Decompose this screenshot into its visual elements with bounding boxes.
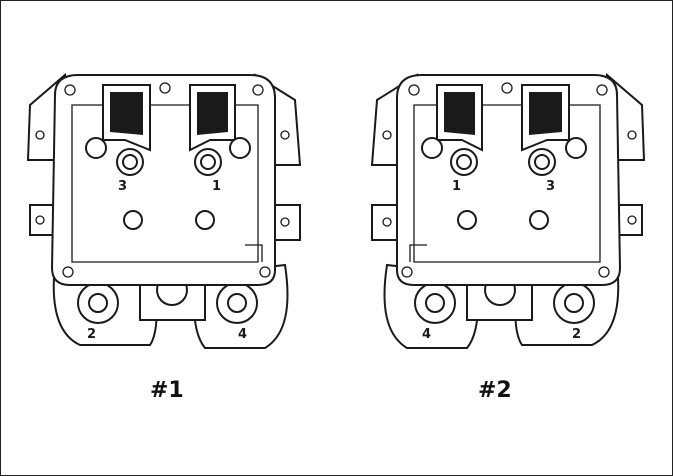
cylinder-head-1 xyxy=(27,74,301,349)
bolt-number-head2-bottom-left: 4 xyxy=(422,327,431,342)
bolt-number-head2-bottom-right: 2 xyxy=(572,327,581,342)
bolt-number-head1-top-left: 3 xyxy=(118,179,127,194)
bolt-number-head2-top-right: 3 xyxy=(546,179,555,194)
bolt-number-head1-bottom-left: 2 xyxy=(87,327,96,342)
bolt-number-head2-top-left: 1 xyxy=(452,179,461,194)
head-label-2: #2 xyxy=(478,378,512,403)
bolt-number-head1-bottom-right: 4 xyxy=(238,327,247,342)
bolt-number-head1-top-right: 1 xyxy=(212,179,221,194)
head-label-1: #1 xyxy=(150,378,184,403)
cylinder-head-2 xyxy=(371,74,645,349)
